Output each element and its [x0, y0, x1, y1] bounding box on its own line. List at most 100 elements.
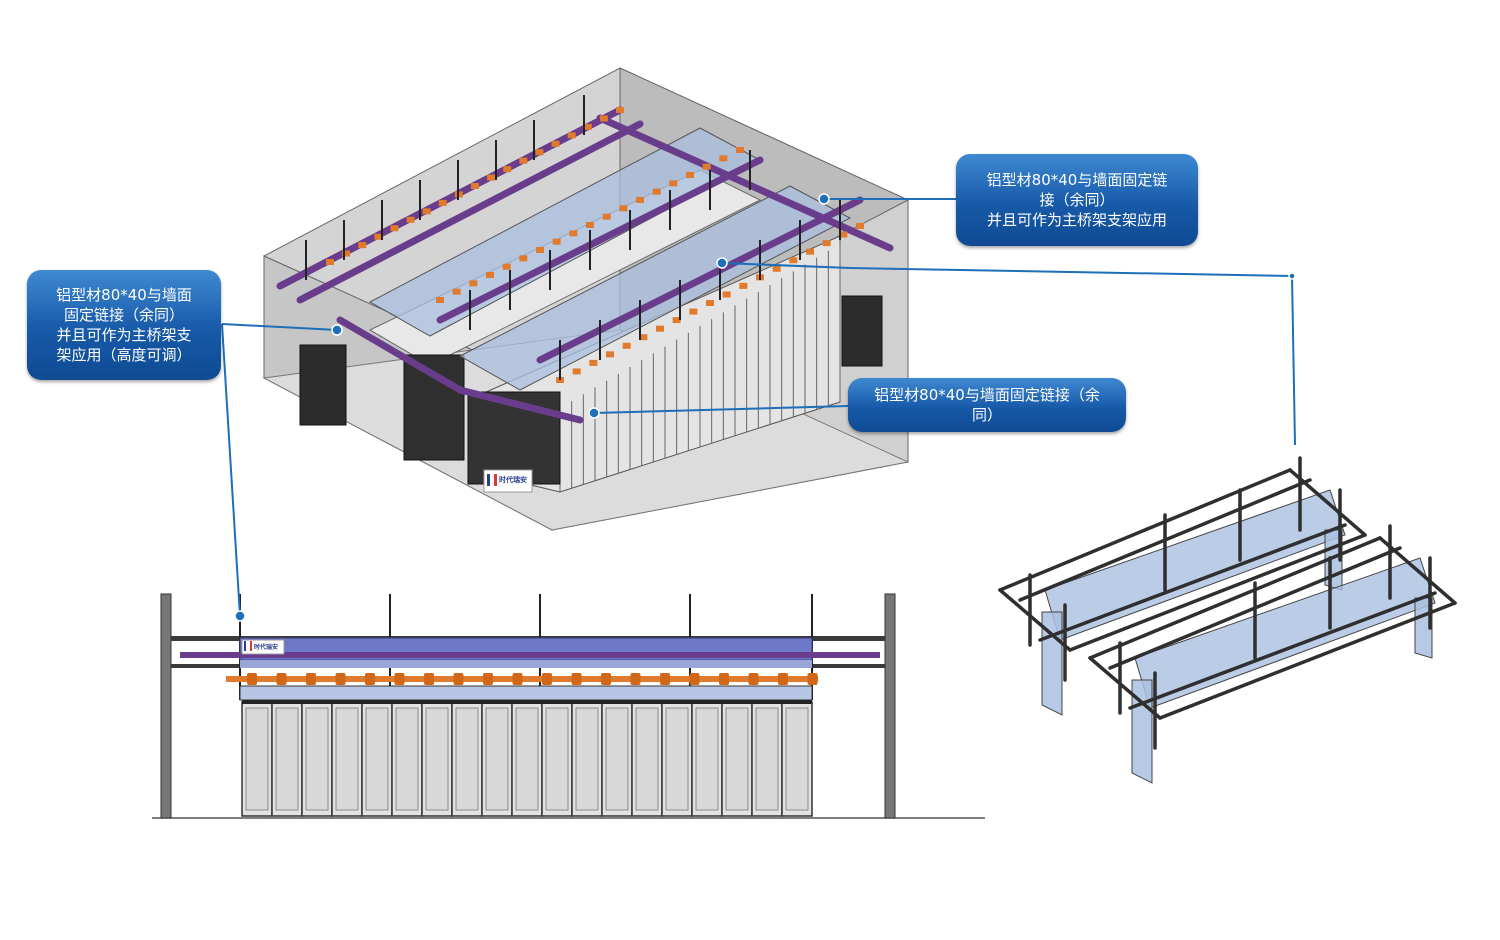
cable-hanger	[487, 174, 496, 181]
callout-line: 同）	[971, 406, 1002, 424]
dot-elevation	[234, 610, 246, 622]
cabinet-panel	[515, 707, 539, 811]
cable-hanger	[619, 205, 628, 212]
front-elevation	[152, 593, 985, 819]
elevation-hanger	[542, 673, 552, 685]
cable-hanger	[652, 188, 661, 195]
cable-hanger	[536, 247, 544, 253]
cable-hanger	[567, 132, 576, 139]
cable-hanger	[586, 222, 594, 228]
cable-hanger	[438, 199, 447, 206]
cable-hanger	[702, 163, 711, 170]
leader-left-down	[221, 323, 241, 617]
cable-hanger	[806, 248, 814, 255]
elevation-hanger	[807, 673, 818, 685]
cable-hanger	[519, 255, 528, 262]
dot-middle	[588, 407, 600, 419]
elevation-hanger	[719, 673, 729, 685]
elevation-hanger	[394, 673, 405, 685]
cable-hanger	[636, 197, 644, 203]
cabinet-panel	[425, 707, 449, 811]
cabinet-top-rail	[242, 700, 812, 704]
cable-hanger	[552, 238, 561, 245]
callout-line: 接（余同）	[1039, 191, 1115, 209]
cabinet-panel	[485, 707, 509, 811]
callout-line: 并且可作为主桥架支架应用	[986, 211, 1167, 229]
callout-middle: 铝型材80*40与墙面固定链接（余 同）	[848, 378, 1126, 432]
callout-line: 并且可作为主桥架支	[56, 326, 192, 344]
cable-hanger	[535, 149, 544, 156]
callout-line: 架应用（高度可调）	[56, 346, 192, 364]
callout-left: 铝型材80*40与墙面 固定链接（余同） 并且可作为主桥架支 架应用（高度可调）	[27, 270, 221, 380]
cable-hanger	[502, 263, 511, 270]
cable-tray-strip	[240, 660, 812, 668]
purple-tray-edge	[180, 652, 880, 658]
support-posts	[305, 95, 841, 380]
leader-lines	[221, 198, 1296, 617]
frame-bar	[1128, 591, 1437, 710]
cable-hanger	[739, 282, 748, 289]
cabinet-panel	[245, 707, 269, 811]
cable-hanger	[669, 180, 678, 187]
logo-iso: 时代瑞安	[487, 474, 527, 486]
elevation-hanger	[571, 673, 582, 685]
cable-hanger	[589, 359, 598, 366]
cabinet-dividers	[559, 244, 841, 492]
frame-bar	[1158, 601, 1457, 720]
callout-line: 铝型材80*40与墙面	[56, 286, 192, 304]
dot-left	[331, 324, 343, 336]
cable-hanger	[822, 240, 831, 247]
frame-bar	[1088, 656, 1162, 720]
elevation-hanger	[778, 673, 788, 685]
leader-left-top	[221, 323, 338, 331]
cable-hanger	[639, 334, 648, 341]
callout-line: 铝型材80*40与墙面固定链	[986, 171, 1168, 189]
elevation-hanger	[276, 673, 287, 685]
cable-hanger	[436, 297, 444, 303]
frame-bar	[998, 588, 1072, 652]
frame-bars	[998, 456, 1457, 750]
cabinet-panel	[725, 707, 749, 811]
cable-hanger	[789, 257, 798, 264]
glass-roof-2	[458, 185, 852, 391]
cable-hanger	[326, 259, 334, 265]
cable-hanger	[772, 265, 781, 272]
frame-bar	[1288, 468, 1367, 537]
cabinet-panel	[455, 707, 479, 811]
cable-hanger	[572, 368, 581, 375]
cabinet-panel	[605, 707, 629, 811]
cable-hanger	[569, 230, 578, 237]
callout-line: 铝型材80*40与墙面固定链接（余	[874, 386, 1100, 404]
frame-bar	[1068, 533, 1367, 652]
elevation-hanger	[365, 673, 375, 685]
logo-mark-icon	[244, 641, 252, 651]
cable-hanger	[452, 288, 461, 295]
cable-hanger	[616, 107, 624, 113]
elevation-hanger	[306, 673, 316, 685]
elevation-hanger	[689, 673, 700, 685]
cabinet-panel	[335, 707, 359, 811]
cabinet-panel	[755, 707, 779, 811]
left-column	[160, 593, 172, 819]
cable-hanger	[606, 351, 614, 358]
callout-top-right: 铝型材80*40与墙面固定链 接（余同） 并且可作为主桥架支架应用	[956, 154, 1198, 246]
cabinet-panel	[365, 707, 389, 811]
door-front-end	[467, 391, 561, 485]
cable-hanger	[839, 231, 848, 238]
elevation-hanger	[483, 673, 493, 685]
cabinet-elevation-row	[241, 700, 813, 817]
cable-hanger	[469, 280, 478, 287]
cable-trays-purple	[276, 106, 894, 424]
cable-hanger	[503, 166, 512, 173]
cabinet-panel	[635, 707, 659, 811]
cable-hanger	[406, 216, 415, 223]
cabinet-panel	[545, 707, 569, 811]
cable-hanger	[486, 272, 494, 278]
logo-panel-elevation	[241, 639, 285, 655]
callout-line: 固定链接（余同）	[63, 306, 184, 324]
frame-bar	[1038, 523, 1347, 642]
cable-hangers-orange	[326, 107, 864, 383]
cable-hanger	[706, 300, 714, 306]
dot-frame-end	[1288, 272, 1296, 280]
cabinet-panel	[395, 707, 419, 811]
